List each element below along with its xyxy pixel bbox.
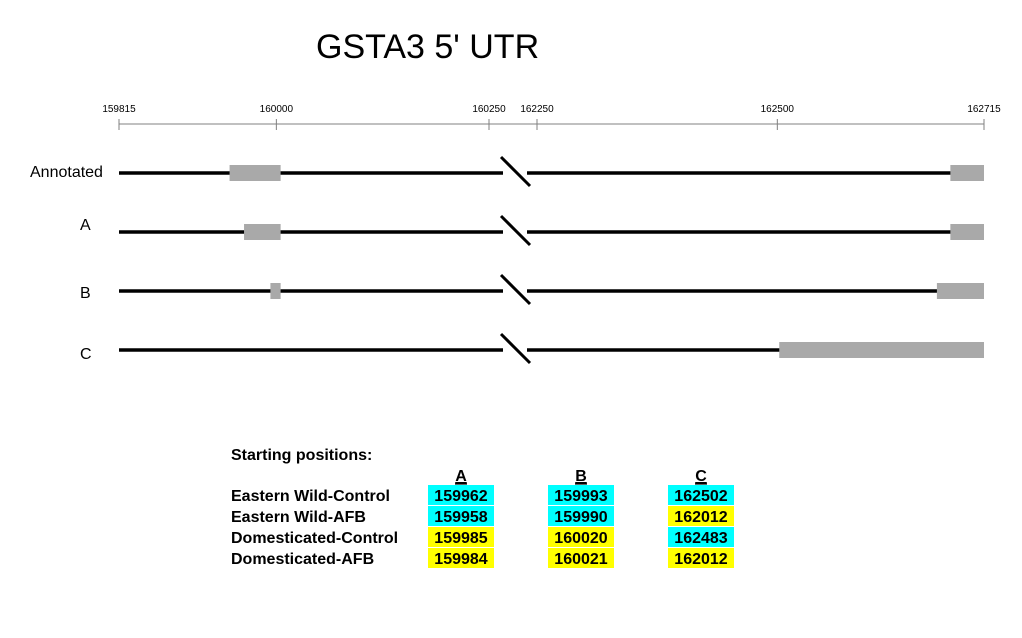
cell-highlight bbox=[548, 527, 614, 547]
row-label: Eastern Wild-Control bbox=[231, 488, 390, 505]
track-a: A bbox=[80, 214, 984, 247]
utr-segment bbox=[950, 224, 984, 240]
diagram-title: GSTA3 5' UTR bbox=[316, 28, 539, 66]
column-header-a: A bbox=[455, 468, 467, 485]
utr-segment bbox=[950, 165, 984, 181]
cell-highlight bbox=[668, 527, 734, 547]
cell-value: 159958 bbox=[434, 509, 487, 526]
axis-tick-label: 159815 bbox=[102, 104, 136, 115]
track-label: B bbox=[80, 285, 91, 302]
cell-highlight bbox=[548, 485, 614, 505]
cell-highlight bbox=[548, 506, 614, 526]
table-row: Eastern Wild-AFB 159958 159990 162012 bbox=[231, 506, 734, 526]
cell-value: 160020 bbox=[554, 530, 607, 547]
cell-highlight bbox=[428, 548, 494, 568]
cell-value: 162483 bbox=[674, 530, 727, 547]
table-row: Eastern Wild-Control 159962 159993 162502 bbox=[231, 485, 734, 505]
table-row: Domesticated-AFB 159984 160021 162012 bbox=[231, 548, 734, 568]
cell-value: 159993 bbox=[554, 488, 607, 505]
track-b: B bbox=[80, 273, 984, 306]
position-axis: 159815 160000 160250 162250 162500 162715 bbox=[102, 104, 1001, 130]
cell-value: 160021 bbox=[554, 551, 607, 568]
row-label: Domesticated-Control bbox=[231, 530, 398, 547]
table-heading: Starting positions: bbox=[231, 447, 372, 464]
track-annotated: Annotated bbox=[30, 155, 984, 188]
axis-tick-label: 162500 bbox=[761, 104, 795, 115]
column-header-c: C bbox=[695, 468, 707, 485]
cell-highlight bbox=[668, 506, 734, 526]
track-label: A bbox=[80, 217, 91, 234]
cell-value: 162012 bbox=[674, 509, 727, 526]
cell-value: 162502 bbox=[674, 488, 727, 505]
cell-value: 162012 bbox=[674, 551, 727, 568]
cell-value: 159984 bbox=[434, 551, 487, 568]
break-mark bbox=[499, 214, 532, 247]
row-label: Eastern Wild-AFB bbox=[231, 509, 366, 526]
cell-value: 159990 bbox=[554, 509, 607, 526]
row-label: Domesticated-AFB bbox=[231, 551, 374, 568]
break-mark bbox=[499, 332, 532, 365]
cell-value: 159985 bbox=[434, 530, 487, 547]
cell-value: 159962 bbox=[434, 488, 487, 505]
cell-highlight bbox=[548, 548, 614, 568]
utr-segment bbox=[270, 283, 281, 299]
table-row: Domesticated-Control 159985 160020 162483 bbox=[231, 527, 734, 547]
track-label: C bbox=[80, 346, 92, 363]
axis-tick-label: 162715 bbox=[967, 104, 1001, 115]
cell-highlight bbox=[668, 485, 734, 505]
break-mark bbox=[499, 273, 532, 306]
utr-segment bbox=[936, 283, 984, 299]
cell-highlight bbox=[668, 548, 734, 568]
utr-segment bbox=[244, 224, 281, 240]
utr-segment bbox=[229, 165, 281, 181]
cell-highlight bbox=[428, 527, 494, 547]
track-label: Annotated bbox=[30, 164, 103, 181]
track-c: C bbox=[80, 332, 984, 365]
column-header-b: B bbox=[575, 468, 587, 485]
utr-segment bbox=[779, 342, 984, 358]
cell-highlight bbox=[428, 506, 494, 526]
axis-tick-label: 162250 bbox=[520, 104, 554, 115]
axis-tick-label: 160250 bbox=[472, 104, 506, 115]
axis-tick-label: 160000 bbox=[260, 104, 294, 115]
break-mark bbox=[499, 155, 532, 188]
cell-highlight bbox=[428, 485, 494, 505]
